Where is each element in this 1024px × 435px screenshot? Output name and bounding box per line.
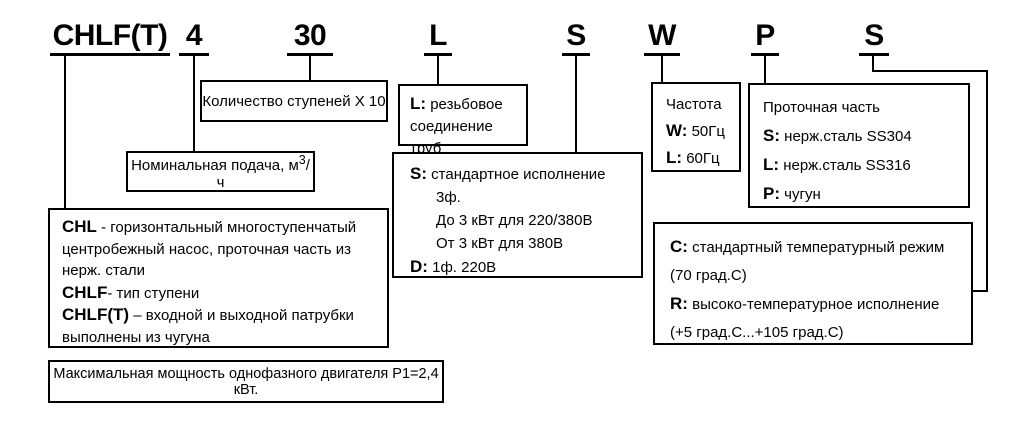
connector-line-stages <box>309 56 311 80</box>
flow-box-text: Номинальная подача, м3/ч <box>131 152 310 191</box>
temperature-line: C: стандартный температурный режим <box>670 237 945 256</box>
code-part-connection: L <box>424 20 452 56</box>
execution-box: S: стандартное исполнение 3ф. До 3 кВт д… <box>392 152 643 278</box>
execution-item: До 3 кВт для 220/380В <box>436 212 593 229</box>
pump-type-line: CHL - горизонтальный многоступенчатый це… <box>62 217 357 279</box>
code-part-execution: S <box>562 20 590 56</box>
connector-line-frequency <box>661 56 663 82</box>
code-part-flow: 4 <box>179 20 209 56</box>
connector-line-temperature-drop <box>872 56 874 72</box>
stages-box: Количество ступеней X 10 <box>200 80 388 122</box>
temperature-box: C: стандартный температурный режим (70 г… <box>653 222 973 345</box>
max-power-text: Максимальная мощность однофазного двигат… <box>53 365 439 398</box>
material-item: P: чугун <box>763 184 821 203</box>
connector-line-flow <box>193 56 195 151</box>
flow-superscript: 3 <box>298 152 306 167</box>
code-part-pump-type: CHLF(T) <box>50 20 170 56</box>
stages-box-text: Количество ступеней X 10 <box>202 92 386 110</box>
execution-item: От 3 кВт для 380В <box>436 235 564 252</box>
code-part-stages: 30 <box>287 20 333 56</box>
connector-line-temperature-top <box>872 70 988 72</box>
execution-item: 3ф. <box>436 189 461 206</box>
connector-line-temperature-stub <box>973 290 988 292</box>
connection-box: L: резьбовое соединение труб <box>398 84 528 157</box>
frequency-item: W: 50Гц <box>666 121 725 140</box>
frequency-item: L: 60Гц <box>666 148 720 167</box>
connector-line-material <box>764 56 766 83</box>
pump-type-box: CHL - горизонтальный многоступенчатый це… <box>48 208 389 348</box>
execution-item: S: стандартное исполнение <box>410 164 606 183</box>
material-title: Проточная часть <box>763 99 880 116</box>
connection-key: L: <box>410 94 427 113</box>
pump-type-line: CHLF(T) – входной и выходной патрубки вы… <box>62 305 354 346</box>
pump-type-line: CHLF- тип ступени <box>62 282 200 302</box>
temperature-line: R: высоко-температурное исполнение <box>670 294 940 313</box>
max-power-box: Максимальная мощность однофазного двигат… <box>48 360 444 403</box>
code-part-material: P <box>751 20 779 56</box>
frequency-box: Частота W: 50Гц L: 60Гц <box>651 82 741 172</box>
frequency-title: Частота <box>666 96 722 113</box>
material-item: L: нерж.сталь SS316 <box>763 155 911 174</box>
connector-line-temperature-right <box>986 70 988 292</box>
connector-line-connection <box>437 56 439 84</box>
code-part-temperature: S <box>859 20 889 56</box>
connector-line-pump-type <box>64 56 66 208</box>
temperature-line: (70 град.С) <box>670 267 747 284</box>
flow-box: Номинальная подача, м3/ч <box>126 151 315 192</box>
execution-item: D: 1ф. 220В <box>410 257 497 276</box>
temperature-line: (+5 град.С...+105 град.С) <box>670 324 844 341</box>
connector-line-execution <box>575 56 577 152</box>
code-part-frequency: W <box>644 20 680 56</box>
material-item: S: нерж.сталь SS304 <box>763 126 912 145</box>
material-box: Проточная часть S: нерж.сталь SS304 L: н… <box>748 83 970 208</box>
